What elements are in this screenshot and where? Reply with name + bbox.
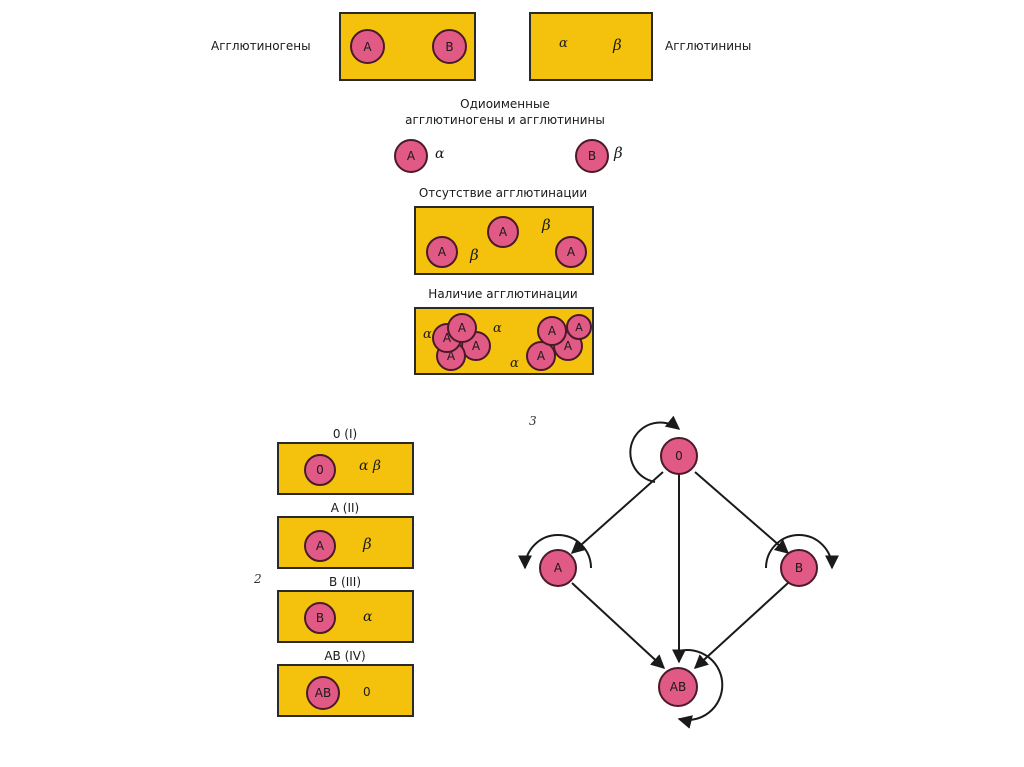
agglutinins-box: α β [529, 12, 653, 81]
presence-cluster2-cell-3: A [526, 341, 556, 371]
agglutinogens-box: A B [339, 12, 476, 81]
group-box-2: B α [277, 590, 414, 643]
same-name-cell-a: A [394, 139, 428, 173]
absence-cell-2: A [487, 216, 519, 248]
group-cell-1: A [304, 530, 336, 562]
group-box-1: A β [277, 516, 414, 569]
edge-o-to-a [570, 471, 664, 554]
edge-b-to-ab [693, 582, 789, 669]
group-cell-2: B [304, 602, 336, 634]
absence-beta-2: β [542, 216, 551, 234]
absence-title: Отсутствие агглютинации [418, 186, 588, 200]
presence-cluster2-cell-2: A [566, 314, 592, 340]
group-cell-0: 0 [304, 454, 336, 486]
same-name-beta: β [614, 144, 623, 162]
graph-node-ab: AB [658, 667, 698, 707]
cell-b: B [432, 29, 467, 64]
group-agglutinins-3: 0 [363, 685, 371, 699]
same-name-title-line2: агглютиногены и агглютинины [405, 113, 605, 127]
absence-cell-1: A [426, 236, 458, 268]
self-loop-a [518, 534, 592, 570]
group-cell-3: AB [306, 676, 340, 710]
group-agglutinins-0: α β [359, 458, 381, 474]
presence-alpha-2: α [493, 321, 502, 336]
absence-cell-3: A [555, 236, 587, 268]
group-title-0: 0 (I) [332, 427, 358, 441]
same-name-cell-b: B [575, 139, 609, 173]
group-title-2: B (III) [328, 575, 362, 589]
graph-node-b: B [780, 549, 818, 587]
presence-box: α α α A A A A A A A A [414, 307, 594, 375]
group-agglutinins-2: α [363, 609, 373, 625]
group-title-1: A (II) [330, 501, 360, 515]
absence-box: A A A β β [414, 206, 594, 275]
group-box-0: 0 α β [277, 442, 414, 495]
figure-number-2: 2 [254, 572, 262, 586]
edge-o-to-b [694, 471, 790, 554]
agglutinins-label: Агглютинины [665, 39, 752, 53]
presence-cluster1-cell-1: A [447, 313, 477, 343]
graph-node-0: 0 [660, 437, 698, 475]
presence-alpha-1: α [423, 327, 432, 342]
beta-symbol: β [613, 36, 622, 54]
same-name-alpha: α [435, 146, 445, 162]
graph-node-a: A [539, 549, 577, 587]
group-title-3: AB (IV) [324, 649, 366, 663]
presence-alpha-3: α [510, 356, 519, 371]
same-name-title-line1: Одиоименные [460, 97, 550, 111]
figure-number-3: 3 [529, 414, 537, 428]
self-loop-ab [677, 649, 724, 729]
absence-beta-1: β [470, 246, 479, 264]
presence-title: Наличие агглютинации [428, 287, 578, 301]
cell-a: A [350, 29, 385, 64]
agglutinogens-label: Агглютиногены [211, 39, 311, 53]
group-box-3: AB 0 [277, 664, 414, 717]
self-loop-b [765, 534, 839, 570]
edge-a-to-ab [571, 582, 666, 669]
self-loop-o [629, 415, 681, 483]
alpha-symbol: α [559, 36, 568, 51]
group-agglutinins-1: β [363, 535, 372, 553]
